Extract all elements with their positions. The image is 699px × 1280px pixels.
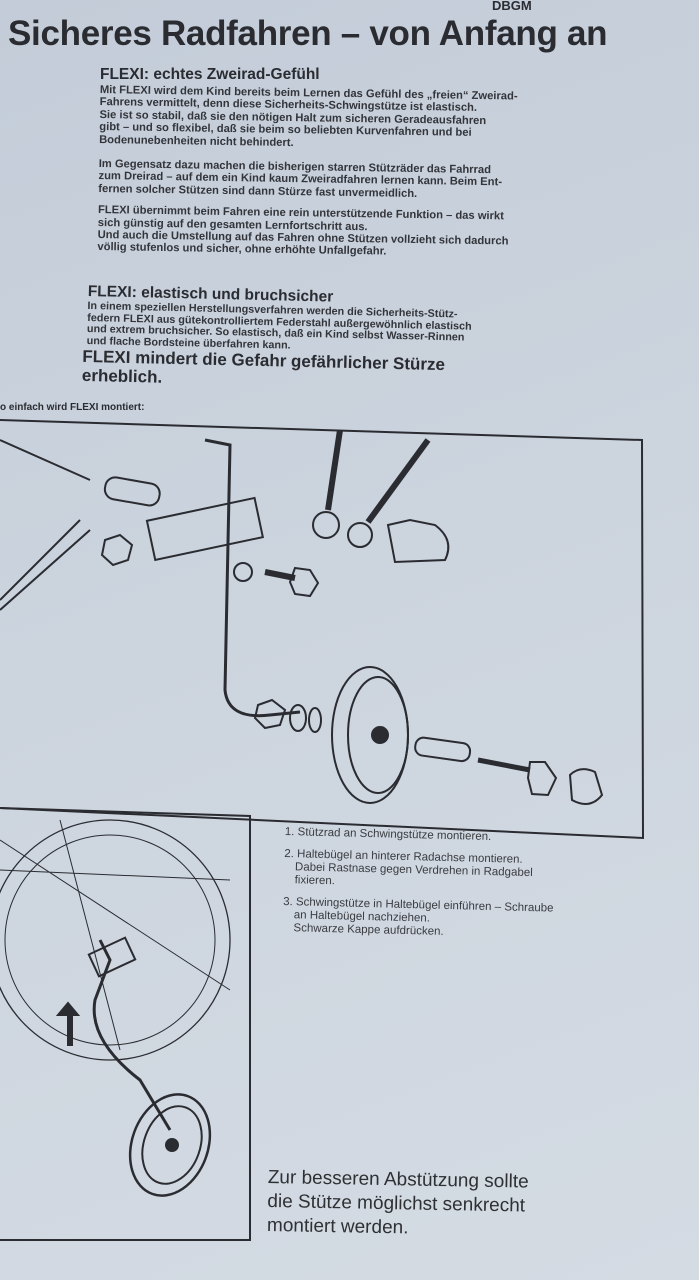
assembly-steps: 1. Stützrad an Schwingstütze montieren. … [282,826,555,951]
swing-support-icon [92,939,172,1131]
wrench-icon [365,438,431,524]
support-wheel-icon [331,666,409,804]
bracket-icon [145,496,265,562]
mounting-note: Zur besseren Abstützung sollte die Stütz… [267,1166,529,1243]
swing-support-icon [204,438,301,718]
arrow-up-icon [55,1001,81,1046]
washer-icon [233,562,253,582]
bolt-head-icon [288,566,320,598]
diagram-frame-lower [0,807,251,1241]
wrench-icon [325,429,343,511]
cap-nut-icon [568,768,604,805]
page-title: Sicheres Radfahren – von Anfang an [8,14,608,53]
bike-wheel-icon [0,819,231,1061]
assembly-caption: o einfach wird FLEXI montiert: [0,402,145,413]
section-echtes-zweirad: FLEXI: echtes Zweirad-Gefühl Mit FLEXI w… [97,66,518,258]
support-wheel-icon [128,1093,212,1197]
nut-icon [100,533,134,567]
axle-bolt-icon [103,476,161,507]
axle-sleeve-icon [414,736,472,763]
step-2: 2. Haltebügel an hinterer Radachse monti… [284,848,555,894]
cap-nut-icon [386,518,450,564]
diagram-frame [0,419,645,840]
registration-mark: DBGM [492,0,532,13]
step-3: 3. Schwingstütze in Haltebügel einführen… [282,896,554,942]
axle-bolt-icon [477,757,531,773]
section-heading: FLEXI: echtes Zweirad-Gefühl [100,66,320,83]
note-line: montiert werden. [266,1214,409,1239]
bike-frame-icon [0,439,91,611]
nut-icon [253,698,287,730]
